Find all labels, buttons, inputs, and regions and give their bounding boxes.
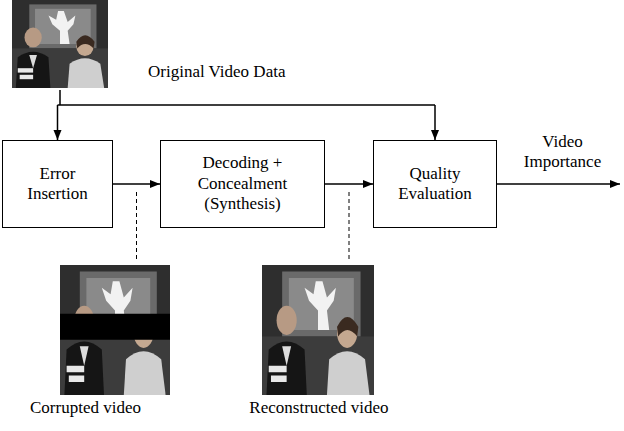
leader-line [136,192,137,262]
feed-arrow [57,105,59,140]
process-box: Quality Evaluation [373,140,497,228]
box-text: Error Insertion [18,164,98,205]
frame-caption: Corrupted video [3,398,168,418]
output-label: Video Importance [515,132,610,173]
box-text-group: Decoding + Concealment (Synthesis) [183,153,303,214]
corrupted-video-frame [60,265,170,395]
frame-caption: Reconstructed video [228,398,410,418]
feed-arrow [434,105,436,140]
process-box: Error Insertion [2,140,113,228]
box-text: Quality Evaluation [390,164,480,205]
reconstructed-video-frame [262,265,374,395]
flow-arrow [113,183,160,185]
feed-line [58,90,436,105]
output-arrow [497,183,620,185]
box-text: Decoding + Concealment (Synthesis) [183,153,303,214]
process-box: Decoding + Concealment (Synthesis) [160,140,325,228]
error-band [60,314,170,340]
box-text-group: Quality Evaluation [390,164,480,205]
box-text-group: Error Insertion [18,164,98,205]
input-caption: Original Video Data [148,62,285,82]
leader-line [349,192,350,262]
flow-arrow [325,183,373,185]
original-video-frame [12,0,108,88]
